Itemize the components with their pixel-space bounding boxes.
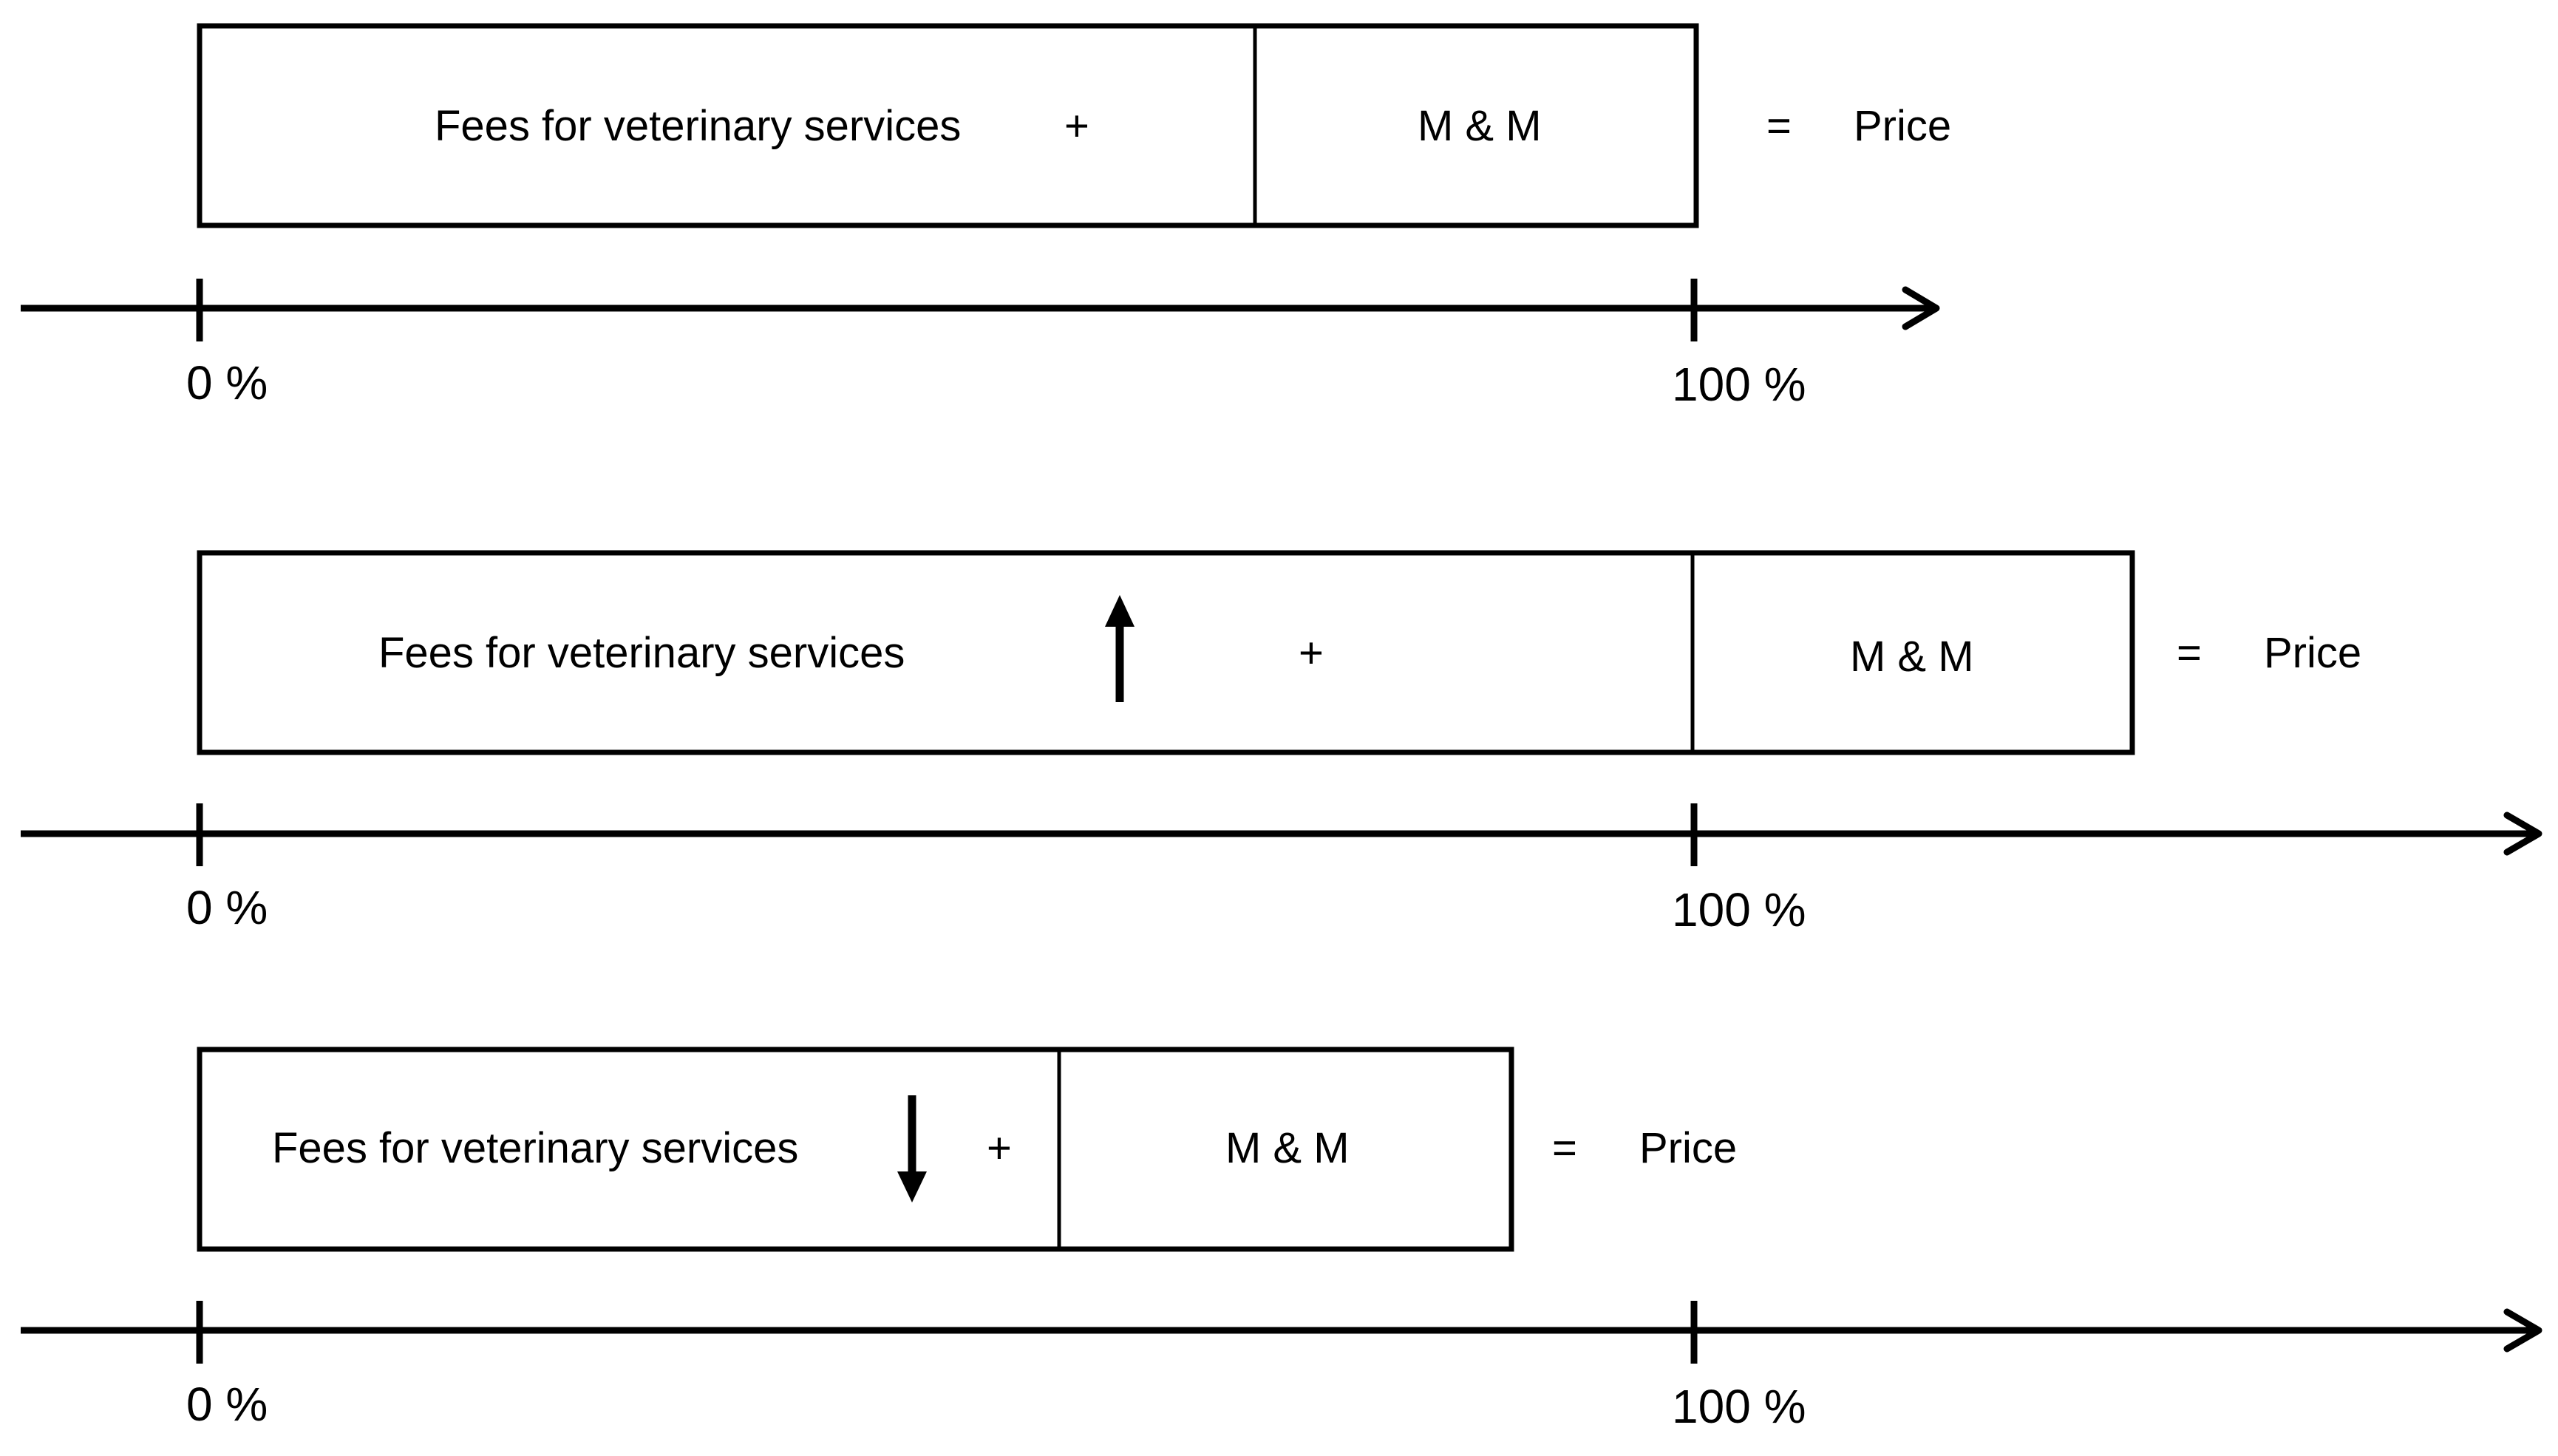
price-bar (197, 1047, 1514, 1252)
axis-start-label: 0 % (186, 881, 268, 934)
mm-label: M & M (1418, 102, 1542, 150)
equals-sign: = (2177, 629, 2202, 677)
fees-label: Fees for veterinary services (435, 102, 961, 150)
scenario-fees-decrease: Fees for veterinary services + M & M = P… (21, 1047, 2542, 1433)
plus-sign: + (987, 1124, 1012, 1172)
axis-end-label: 100 % (1672, 358, 1806, 411)
fees-label: Fees for veterinary services (378, 629, 905, 677)
fees-label: Fees for veterinary services (272, 1124, 798, 1172)
percent-axis: 0 % 100 % (21, 803, 2542, 936)
axis-start-label: 0 % (186, 356, 268, 409)
plus-sign: + (1064, 102, 1089, 150)
price-label: Price (2264, 629, 2361, 677)
price-label: Price (1639, 1124, 1737, 1172)
arrow-up-icon (1105, 595, 1135, 702)
mm-label: M & M (1225, 1124, 1350, 1172)
axis-start-label: 0 % (186, 1378, 268, 1431)
price-label: Price (1854, 102, 1951, 150)
price-bar (197, 23, 1699, 228)
axis-arrowhead (2503, 812, 2542, 856)
scenario-fees-increase: Fees for veterinary services + M & M = P… (21, 550, 2542, 936)
price-bar (197, 550, 2135, 755)
percent-axis: 0 % 100 % (21, 279, 1940, 411)
equals-sign: = (1552, 1124, 1577, 1172)
axis-end-label: 100 % (1672, 1380, 1806, 1433)
axis-end-label: 100 % (1672, 883, 1806, 936)
plus-sign: + (1299, 629, 1324, 677)
arrow-down-icon (897, 1095, 927, 1202)
axis-arrowhead (2503, 1308, 2542, 1353)
percent-axis: 0 % 100 % (21, 1301, 2542, 1433)
scenario-baseline: Fees for veterinary services + M & M = P… (21, 23, 1951, 411)
mm-label: M & M (1850, 633, 1974, 681)
axis-arrowhead (1902, 286, 1940, 330)
equals-sign: = (1766, 102, 1792, 150)
